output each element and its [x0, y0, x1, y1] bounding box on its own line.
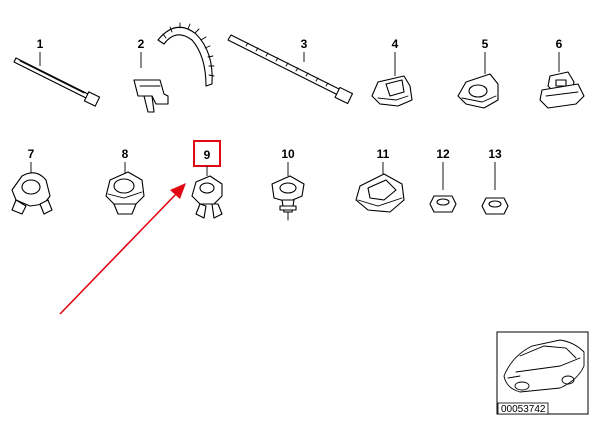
red-arrow — [59, 183, 186, 315]
clip-4 — [371, 75, 413, 107]
cable-tie-clip — [133, 22, 215, 113]
clip-9 — [191, 175, 223, 219]
part-8[interactable]: 8 — [105, 147, 145, 215]
part-number-1: 1 — [37, 37, 44, 51]
part-9[interactable]: 9 — [191, 140, 223, 219]
nut-13 — [481, 197, 509, 215]
part-number-9: 9 — [204, 148, 211, 162]
thumbnail-code: 00053742 — [501, 404, 546, 415]
part-number-8: 8 — [122, 147, 129, 161]
part-12[interactable]: 12 — [429, 147, 457, 213]
car-thumbnail[interactable]: 00053742 — [496, 331, 589, 415]
part-number-10: 10 — [281, 147, 295, 161]
part-number-7: 7 — [28, 147, 35, 161]
cable-tie-small — [13, 57, 101, 107]
clip-10 — [271, 175, 305, 221]
clip-5 — [457, 73, 499, 109]
clip-7 — [11, 172, 53, 215]
part-number-6: 6 — [556, 37, 563, 51]
part-13[interactable]: 13 — [481, 147, 509, 215]
part-10[interactable]: 10 — [271, 147, 305, 221]
part-11[interactable]: 11 — [355, 147, 405, 213]
thumbnail-frame — [496, 331, 589, 415]
part-3[interactable]: 3 — [227, 34, 354, 105]
clip-8 — [105, 171, 145, 215]
part-7[interactable]: 7 — [11, 147, 53, 215]
part-2[interactable]: 2 — [133, 22, 215, 113]
part-number-13: 13 — [488, 147, 502, 161]
part-number-11: 11 — [377, 147, 390, 161]
part-number-4: 4 — [392, 37, 399, 51]
part-4[interactable]: 4 — [371, 37, 413, 107]
cable-tie-long — [227, 34, 354, 105]
nut-12 — [429, 195, 457, 213]
part-1[interactable]: 1 — [13, 37, 101, 107]
part-5[interactable]: 5 — [457, 37, 499, 109]
thumbnail-code-box — [497, 402, 549, 415]
part-number-5: 5 — [482, 37, 489, 51]
part-number-2: 2 — [138, 37, 145, 51]
car-icon — [503, 339, 585, 393]
clip-11 — [355, 173, 405, 213]
clip-6 — [539, 71, 585, 109]
part-6[interactable]: 6 — [539, 37, 585, 109]
part-number-12: 12 — [436, 147, 450, 161]
part-number-3: 3 — [301, 37, 308, 51]
